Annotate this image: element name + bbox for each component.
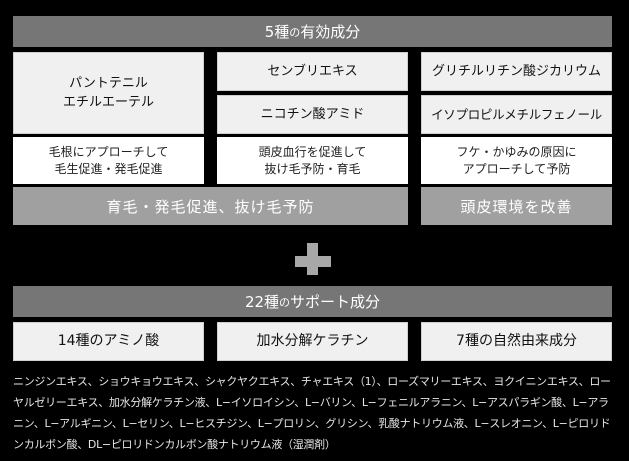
support-ingredient-list: ニンジンエキス、ショウキョウエキス、シャクヤクエキス、チャエキス（1）、ローズマ… [13, 375, 611, 451]
ingredient-name: センブリエキス [267, 64, 358, 79]
plus-icon-horizontal [295, 256, 331, 267]
ingredient-name: ニコチン酸アミド [260, 107, 365, 122]
support-category-keratin: 加水分解ケラチン [217, 322, 408, 361]
support-ingredients-header: 22種のサポート成分 [13, 286, 612, 317]
ingredient-pantothenyl-ethyl-ether: パントテニル エチルエーテル [13, 52, 204, 134]
description-dandruff: フケ・かゆみの原因に アプローチして予防 [421, 137, 612, 184]
active-ingredients-header: 5種の有効成分 [13, 16, 612, 47]
description-line1: フケ・かゆみの原因に [456, 144, 577, 159]
support-category-amino-acids: 14種のアミノ酸 [13, 322, 204, 361]
ingredient-dipotassium-glycyrrhizate: グリチルリチン酸ジカリウム [421, 52, 612, 91]
description-line1: 毛根にアプローチして [48, 144, 169, 159]
effect-label: 頭皮環境を改善 [460, 197, 573, 216]
effect-scalp-environment: 頭皮環境を改善 [421, 187, 612, 225]
support-title-suffix: サポート成分 [290, 293, 381, 311]
support-category-natural: 7種の自然由来成分 [421, 322, 612, 361]
active-title-suffix: 有効成分 [300, 23, 361, 41]
active-title-particle: の [289, 25, 301, 39]
active-title-prefix: 5種 [264, 23, 290, 41]
ingredient-name: イソプロピルメチルフェノール [431, 107, 602, 122]
support-title-particle: の [279, 295, 291, 309]
description-hair-root: 毛根にアプローチして 毛生促進・発毛促進 [13, 137, 204, 184]
ingredient-name-line2: エチルエーテル [62, 95, 154, 110]
category-label: 14種のアミノ酸 [57, 333, 160, 349]
description-line2: アプローチして予防 [462, 161, 571, 176]
category-label: 加水分解ケラチン [256, 333, 369, 349]
ingredient-name-line1: パントテニル [69, 76, 148, 91]
description-line2: 毛生促進・発毛促進 [54, 161, 163, 176]
category-label: 7種の自然由来成分 [456, 333, 577, 349]
ingredient-nicotinamide: ニコチン酸アミド [217, 95, 408, 134]
description-line2: 抜け毛予防・育毛 [264, 161, 361, 176]
support-title-prefix: 22種 [244, 293, 280, 311]
ingredient-senburi-extract: センブリエキス [217, 52, 408, 91]
effect-label: 育毛・発毛促進、抜け毛予防 [106, 197, 315, 216]
effect-hair-growth: 育毛・発毛促進、抜け毛予防 [13, 187, 408, 225]
description-blood-flow: 頭皮血行を促進して 抜け毛予防・育毛 [217, 137, 408, 184]
ingredient-isopropyl-methylphenol: イソプロピルメチルフェノール [421, 95, 612, 134]
description-line1: 頭皮血行を促進して [258, 144, 367, 159]
ingredient-name: グリチルリチン酸ジカリウム [431, 64, 601, 79]
